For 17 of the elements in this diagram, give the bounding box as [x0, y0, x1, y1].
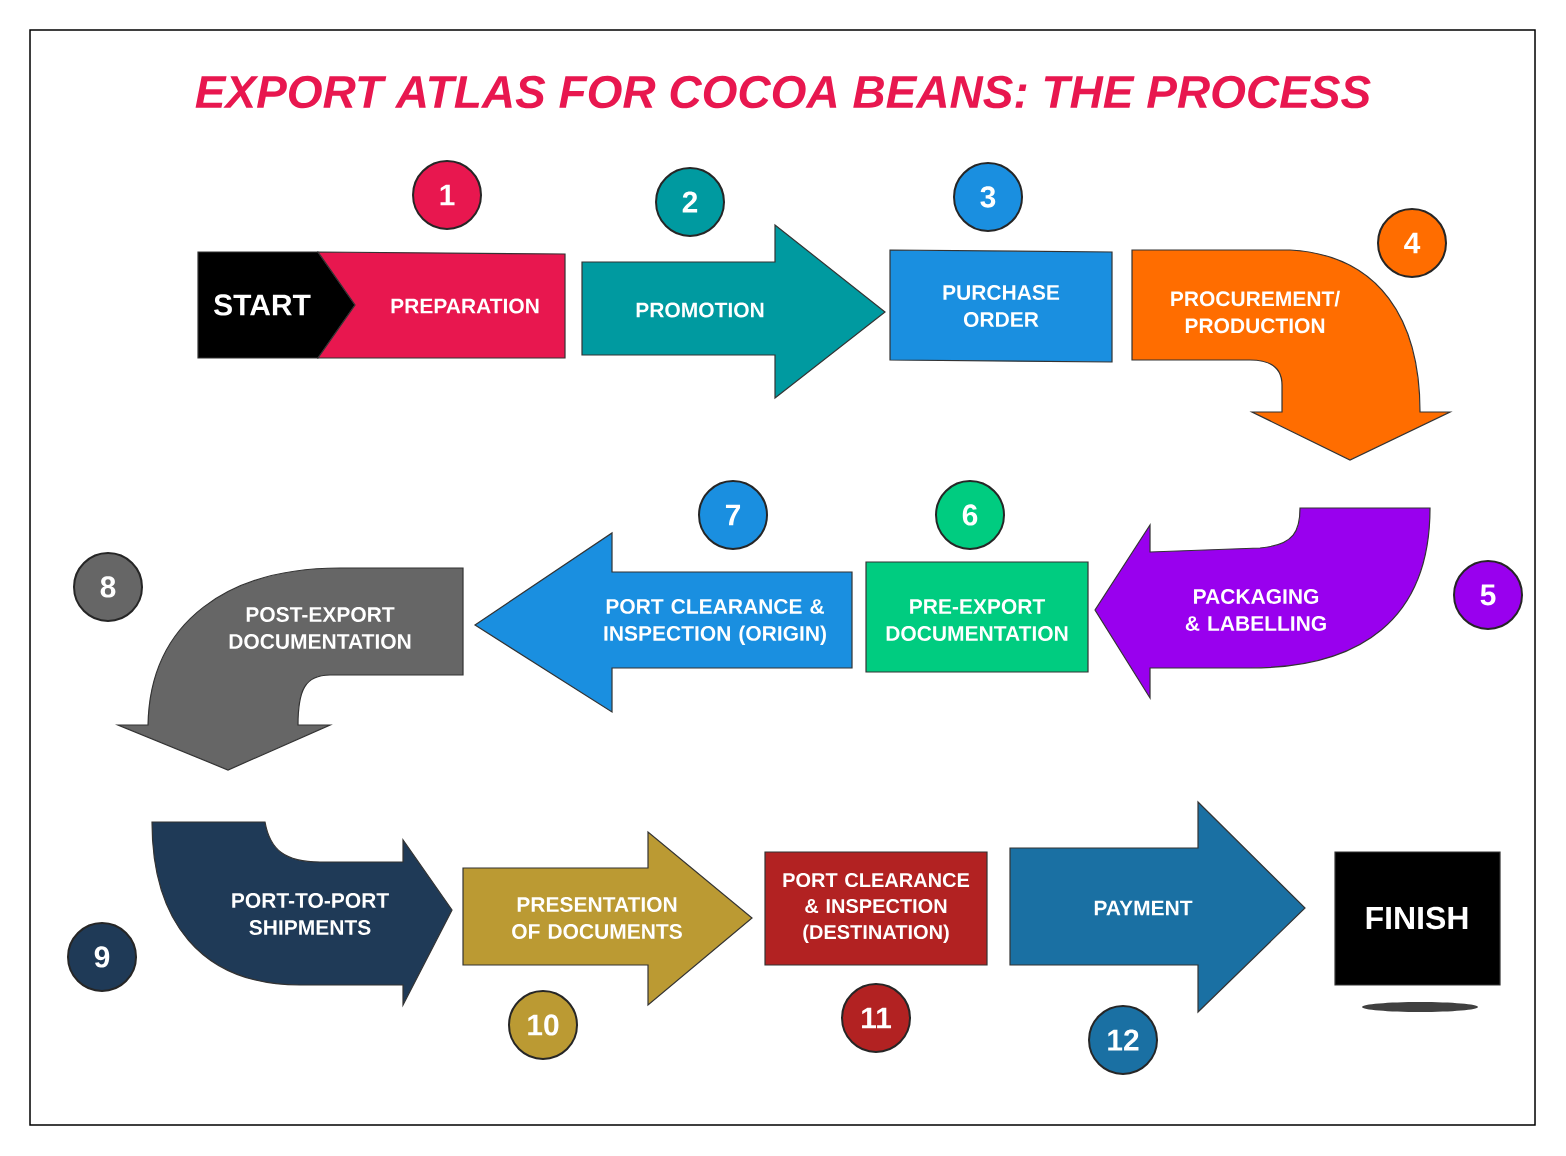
number-badge: 3: [953, 162, 1023, 232]
number-badge: 9: [67, 922, 137, 992]
number-badge: 8: [73, 552, 143, 622]
number-badge: 1: [412, 160, 482, 230]
number-badge: 11: [841, 983, 911, 1053]
process-box: PURCHASE ORDER: [889, 249, 1113, 363]
number-badge: 7: [698, 480, 768, 550]
number-badge: 12: [1088, 1005, 1158, 1075]
process-box: PORT CLEARANCE & INSPECTION (DESTINATION): [764, 851, 988, 966]
number-badge: 6: [935, 480, 1005, 550]
title: EXPORT ATLAS FOR COCOA BEANS: THE PROCESS: [195, 75, 1371, 109]
number-badge: 10: [508, 990, 578, 1060]
process-box: PRE-EXPORT DOCUMENTATION: [865, 561, 1089, 673]
number-badge: 5: [1453, 560, 1523, 630]
process-box: PREPARATION: [316, 251, 566, 359]
finish-box: FINISH: [1334, 851, 1501, 1012]
number-badge: 2: [655, 167, 725, 237]
